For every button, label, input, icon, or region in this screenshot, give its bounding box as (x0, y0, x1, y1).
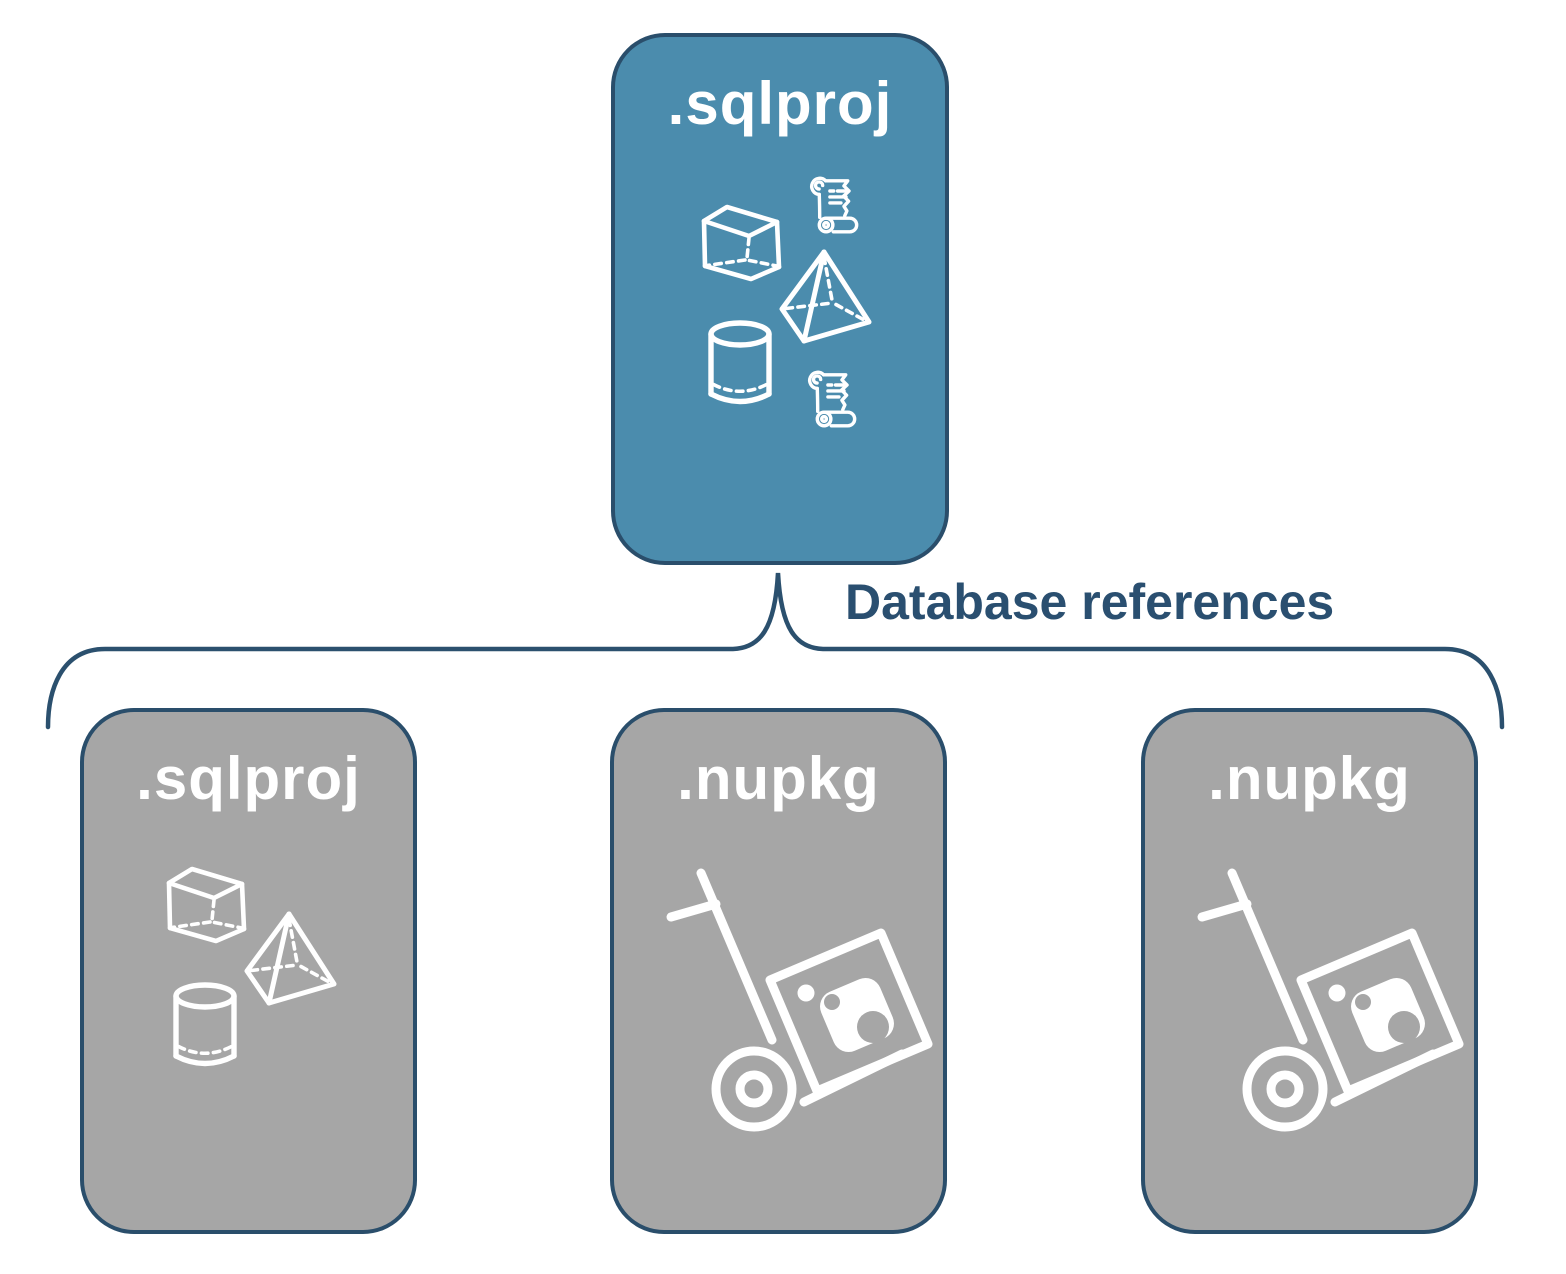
child-card-title: .sqlproj (136, 745, 361, 812)
sqlproj-icon-cluster (164, 864, 349, 1086)
handtruck-package-icon (1195, 867, 1465, 1182)
child-card-title: .nupkg (1208, 745, 1411, 812)
child-card-nupkg-2: .nupkg (1141, 708, 1478, 1234)
child-card-sqlproj: .sqlproj (80, 708, 417, 1234)
script-scroll-icon (808, 370, 857, 428)
script-scroll-icon (810, 176, 859, 234)
sqlproj-icon-cluster (699, 176, 884, 428)
child-card-nupkg-1: .nupkg (610, 708, 947, 1234)
parent-card-sqlproj: .sqlproj (611, 33, 949, 565)
child-card-title: .nupkg (677, 745, 880, 812)
parent-card-title: .sqlproj (667, 70, 893, 137)
handtruck-package-icon (664, 867, 934, 1182)
database-references-label: Database references (845, 574, 1335, 630)
